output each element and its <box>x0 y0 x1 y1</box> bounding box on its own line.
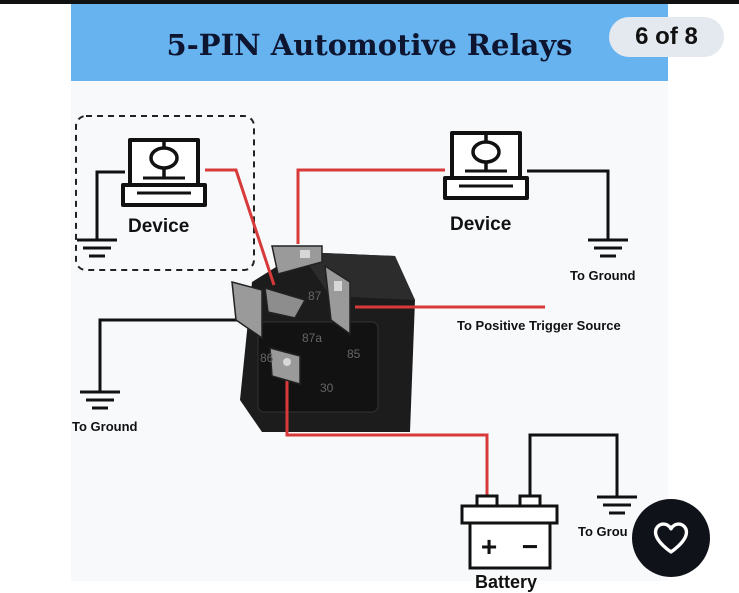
favorite-button[interactable] <box>632 499 710 577</box>
pin-label-30: 30 <box>320 381 334 395</box>
relay-pin-87 <box>271 245 323 275</box>
to-ground-bottom-label: To Grou <box>578 524 628 539</box>
wire-relay-to-ground-left <box>98 318 262 392</box>
pin-label-87: 87 <box>308 289 322 303</box>
ground-icon <box>77 238 117 258</box>
relay-pin-30 <box>269 347 301 385</box>
pin-label-86: 86 <box>260 351 274 365</box>
relay-pin-right <box>324 264 351 336</box>
wire-right-device-to-relay <box>296 168 445 244</box>
ground-icon <box>80 390 120 410</box>
dashed-box <box>75 115 255 271</box>
device-left-icon <box>121 138 207 207</box>
wire-right-device-ground <box>527 169 610 240</box>
battery-plus: + <box>481 531 497 562</box>
device-right-icon <box>443 131 529 200</box>
to-ground-right-label: To Ground <box>570 268 636 283</box>
page-indicator-badge: 6 of 8 <box>609 17 724 57</box>
red-wires <box>205 168 545 496</box>
black-wires <box>95 169 619 497</box>
ground-symbols <box>77 238 637 515</box>
ground-icon <box>597 495 637 515</box>
top-border <box>0 0 739 4</box>
relay-pin-top-angled <box>264 286 307 319</box>
relay-pin-labels: 87 87a 85 86 30 <box>260 289 361 395</box>
battery-label: Battery <box>475 572 538 592</box>
wire-battery-ground <box>528 433 619 497</box>
to-positive-trigger-label: To Positive Trigger Source <box>457 318 621 333</box>
relay-pins <box>231 245 351 385</box>
page-title: 5-PIN Automotive Relays <box>166 28 573 62</box>
battery-icon: + − <box>460 494 559 570</box>
heart-icon <box>653 522 689 554</box>
wiring-diagram: 87 87a 85 86 30 + − <box>75 115 637 570</box>
wire-left-device-to-relay <box>205 168 276 286</box>
title-banner: 5-PIN Automotive Relays <box>71 4 668 81</box>
wire-relay-to-battery <box>285 362 489 496</box>
to-ground-left-label: To Ground <box>72 419 138 434</box>
device-right-label: Device <box>450 214 512 235</box>
ground-icon <box>588 238 628 258</box>
wire-left-device-ground <box>95 170 125 240</box>
pin-label-87a: 87a <box>302 331 322 345</box>
pin-label-85: 85 <box>347 347 361 361</box>
device-left-label: Device <box>128 216 190 237</box>
battery-minus: − <box>522 531 538 562</box>
relay-pin-left-front <box>231 280 263 340</box>
